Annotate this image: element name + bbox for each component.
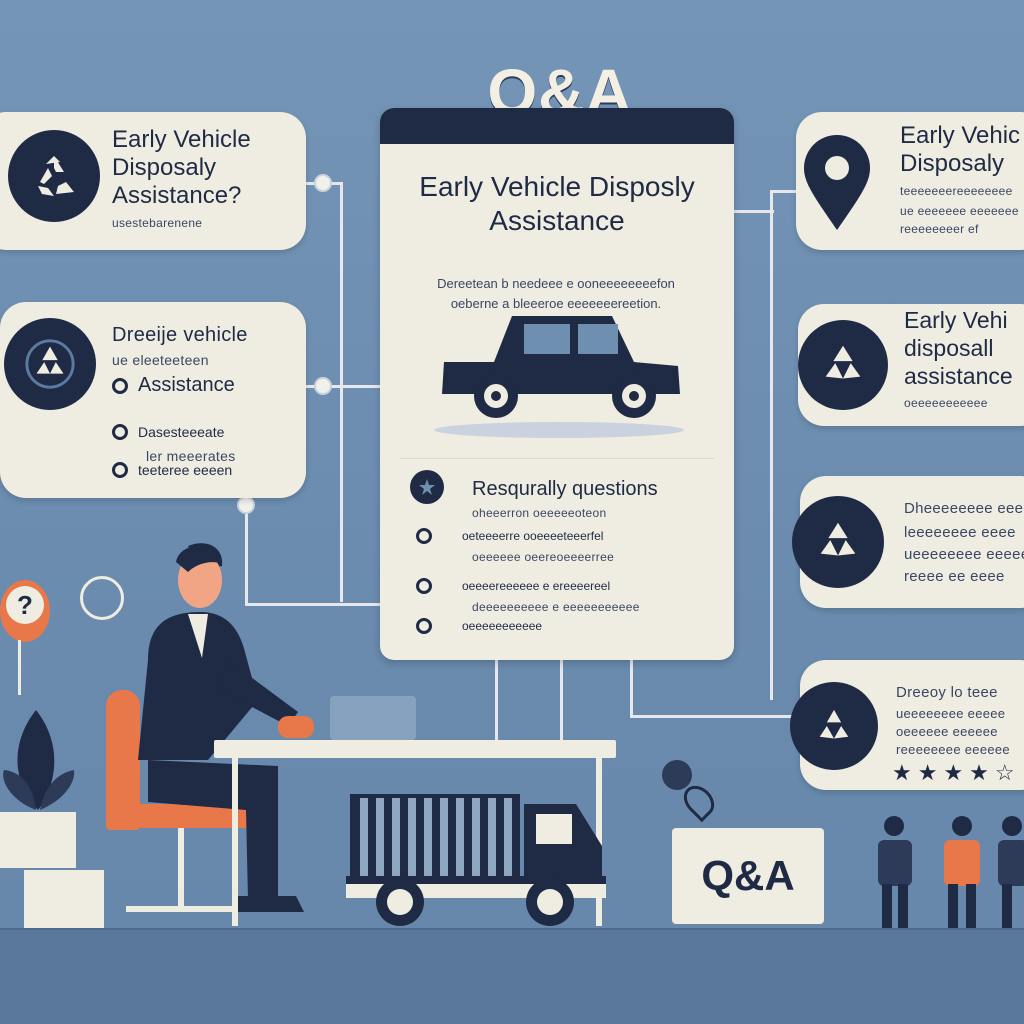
bullet-icon [112,424,128,440]
right-card-4[interactable]: Dreeoy lo teee ueeeeeeee eeeee oeeeeee e… [790,660,1024,790]
plant-icon [3,710,75,810]
right-card-1-line: ue eeeeeee eeeeeee [900,204,1019,218]
left-card-2[interactable]: Dreeije vehicle ue eleeteeteen Assistanc… [0,302,306,498]
truck-icon [346,794,606,926]
bullet-icon [416,618,432,634]
item-label: Dasesteeeate [138,424,225,440]
connector [495,660,498,740]
center-panel: Early Vehicle Disposly Assistance Dereet… [380,108,734,660]
panel-header-bar [380,108,734,144]
question-label: oeeeeeeeeeee [462,619,543,633]
left-card-2-item[interactable]: Dasesteeeate [112,424,224,440]
question-item[interactable]: oeeeereeeeee e ereeeereel [416,578,610,594]
recycle-icon [792,496,884,588]
desk-leg [232,756,238,926]
floor [0,930,1024,1024]
connector [245,500,248,605]
recycle-icon [4,318,96,410]
question-line: deeeeeeeeee e eeeeeeeeeee [472,600,640,614]
right-card-3-line: leeeeeeee eeee [904,524,1016,541]
pot-box [0,812,76,868]
floor-line [0,928,1024,931]
question-item[interactable]: oeteeeerre ooeeeeteeerfel [416,528,603,544]
right-card-1[interactable]: Early Vehic Disposaly teeeeeeereeeeeeee … [796,112,1024,250]
center-title: Early Vehicle Disposly Assistance [419,171,695,236]
item-label: teeteree eeeen [138,462,233,478]
connector-knob [314,174,332,192]
connector [245,603,380,606]
bullet-icon [112,377,128,394]
connector-knob [314,377,332,395]
left-card-2-item-extra: ler meeerates [146,448,236,464]
right-card-3-line: Dheeeeeeee eeee [904,500,1024,517]
connector [734,210,774,213]
left-card-1-heading: Early Vehicle Disposaly Assistance? [112,126,251,209]
right-card-1-heading: Early Vehic Disposaly [900,122,1021,177]
recycle-icon [790,682,878,770]
left-card-2-item[interactable]: teeteree eeeen [112,462,232,478]
right-card-2-line: oeeeeeeeeeee [904,396,988,410]
right-card-4-line: oeeeeee eeeeee [896,724,998,739]
questions-heading: Resqurally questions [472,478,658,500]
right-card-3-line: ueeeeeeee eeeeee [904,546,1024,563]
connector [340,182,343,602]
right-card-4-line: Dreeoy lo teee [896,684,998,701]
qa-sign: Q&A [672,828,824,924]
chair-base [126,906,236,912]
center-desc-1: Dereetean b needeee e ooneeeeeeeefon [437,276,675,291]
item-label: Assistance [138,374,235,396]
left-card-2-title-2: ue eleeteeteen [112,352,209,368]
side-tab [30,428,64,498]
right-card-2[interactable]: Early Vehi disposall assistance oeeeeeee… [798,304,1024,426]
question-line: oeeeeee oeereoeeeerree [472,550,615,564]
connector [630,715,795,718]
location-pin-icon [804,135,870,230]
badge-icon [410,470,444,504]
pot-box [24,870,104,928]
connector [560,660,563,740]
desk-leg [596,756,602,926]
pin-outline-icon [80,576,124,620]
left-card-1-sub: usestebarenene [112,216,203,230]
question-marker-icon: ? [0,580,50,642]
bullet-icon [416,528,432,544]
recycle-icon [8,130,100,222]
right-card-1-line: teeeeeeereeeeeeee [900,184,1013,198]
recycle-icon [798,320,888,410]
right-card-2-heading: Early Vehi disposall assistance [904,307,1013,389]
question-label: oeteeeerre ooeeeeteeerfel [462,529,604,543]
bullet-icon [416,578,432,594]
divider [400,458,714,459]
person-figure [138,543,314,912]
gear-icon [662,760,692,790]
rating-stars: ★★★★☆ [892,760,1021,785]
center-desc-2: oeberne a bleeeroe eeeeeeereetion. [450,296,662,311]
connector [300,385,380,388]
question-line: oheeerron oeeeeeoteon [472,506,607,520]
connector-knob [237,496,255,514]
right-card-4-line: reeeeeeee eeeeee [896,742,1010,757]
right-card-1-line: reeeeeeeer ef [900,222,979,236]
connector [630,660,633,718]
left-card-2-title-1: Dreeije vehicle [112,324,248,346]
marker-pole [18,640,21,695]
right-card-4-line: ueeeeeeee eeeee [896,706,1006,721]
connector [770,190,800,193]
left-card-1[interactable]: Early Vehicle Disposaly Assistance? uses… [0,112,306,250]
chair-leg [178,828,184,908]
car-icon [434,316,684,438]
people-group-icon [878,816,1024,930]
right-card-3-line: reeee ee eeee [904,568,1005,585]
question-label: oeeeereeeeee e ereeeereel [462,579,611,593]
connector [770,190,773,700]
question-item[interactable]: oeeeeeeeeeee [416,618,542,634]
left-card-2-item[interactable]: Assistance [112,374,235,397]
right-card-3[interactable]: Dheeeeeeee eeee leeeeeeee eeee ueeeeeeee… [792,476,1024,608]
desk-top [214,740,616,758]
bullet-icon [112,462,128,478]
laptop [330,696,416,740]
